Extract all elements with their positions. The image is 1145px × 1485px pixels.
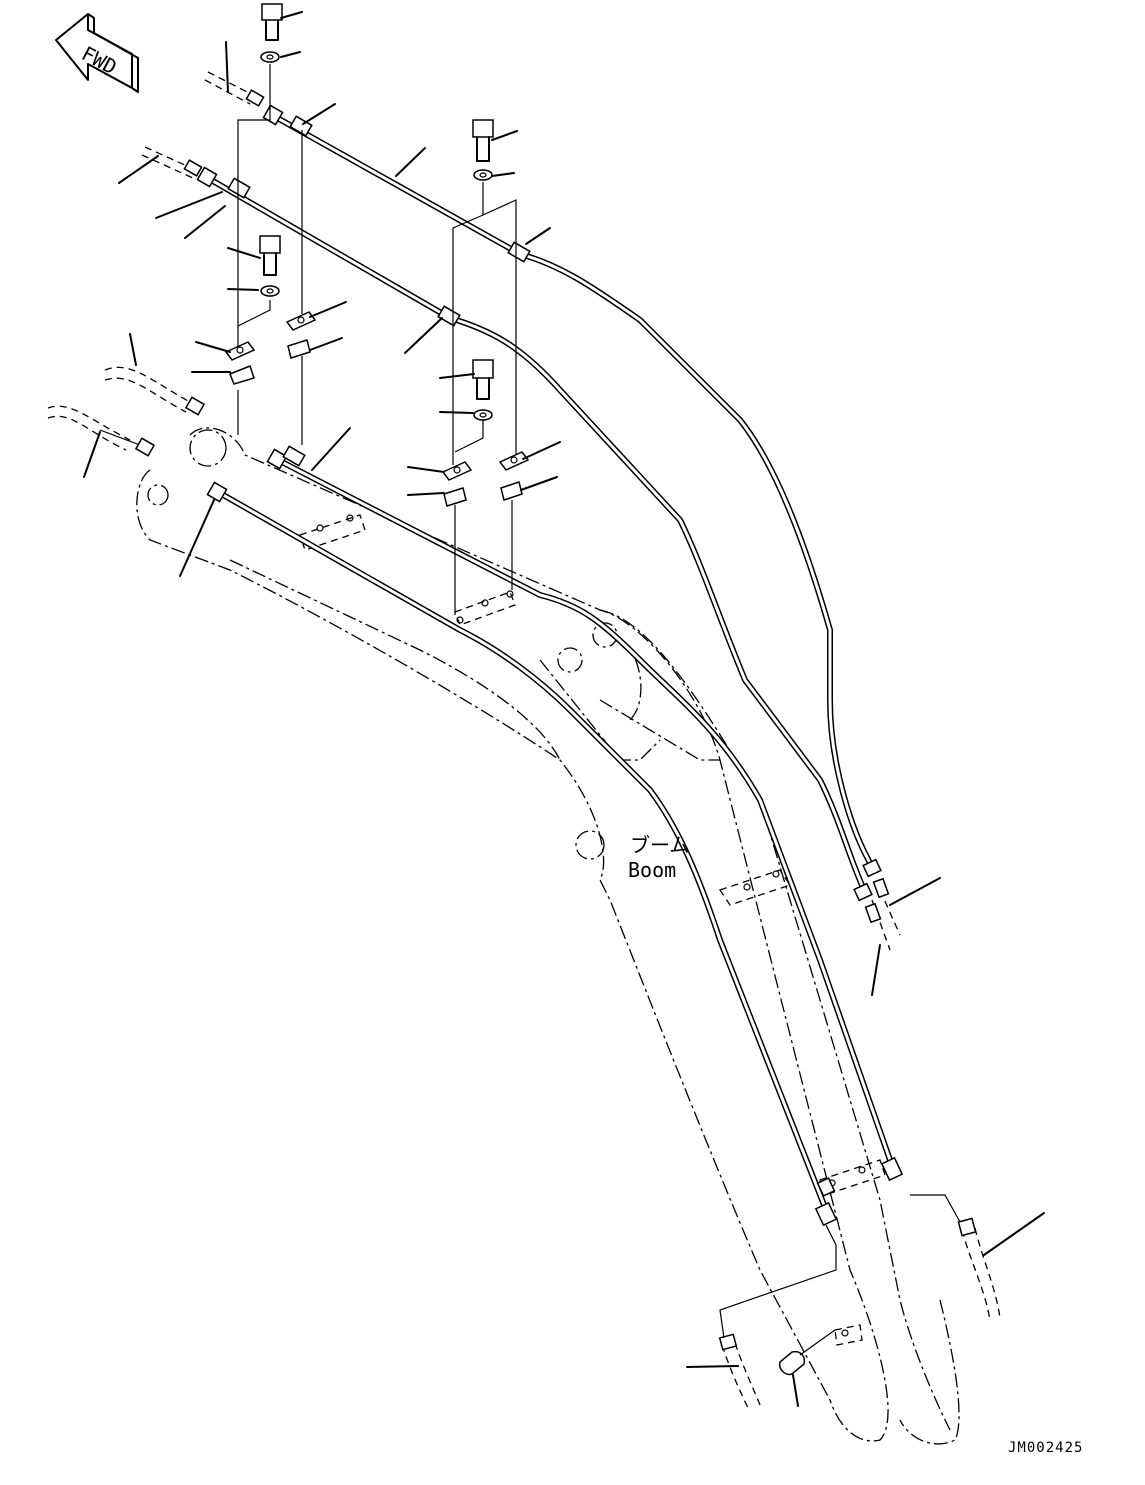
fwd-arrow-icon: FWD <box>55 13 139 93</box>
bolts <box>259 3 494 421</box>
assembly-guides <box>237 64 961 1356</box>
pipe-fittings <box>196 104 904 1227</box>
hoses-upper-left <box>47 71 265 457</box>
clamp-halves <box>224 311 530 507</box>
upper-pipe-a <box>269 112 876 871</box>
lower-pipe-a <box>275 457 893 1163</box>
boom-label-jp: ブーム <box>630 833 689 857</box>
hoses-lower-right <box>718 877 1001 1409</box>
boom-label: ブーム Boom <box>628 833 689 882</box>
drawing-code: JM002425 <box>1008 1440 1083 1456</box>
leader-lines <box>83 11 1045 1407</box>
lower-pipe-b <box>215 489 829 1213</box>
upper-pipe-b <box>203 174 868 895</box>
boom-label-en: Boom <box>628 858 676 882</box>
boom-outline <box>136 427 960 1445</box>
